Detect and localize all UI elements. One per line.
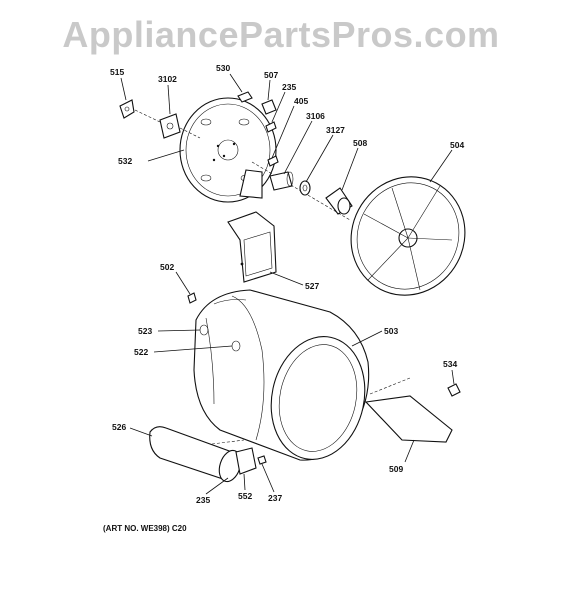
callout-532: 532 bbox=[118, 156, 132, 166]
rear-bulkhead bbox=[179, 97, 277, 203]
callout-502: 502 bbox=[160, 262, 174, 272]
callout-509: 509 bbox=[389, 464, 403, 474]
watermark-text: AppliancePartsPros.com bbox=[62, 14, 500, 55]
callout-526: 526 bbox=[112, 422, 126, 432]
part-237-screw bbox=[257, 455, 267, 465]
callout-534: 534 bbox=[443, 359, 457, 369]
part-3106-shaft bbox=[269, 171, 294, 191]
part-534-screw bbox=[447, 383, 461, 397]
callout-508: 508 bbox=[353, 138, 367, 148]
callout-507: 507 bbox=[264, 70, 278, 80]
part-504-drum-back bbox=[350, 176, 466, 296]
callout-237: 237 bbox=[268, 493, 282, 503]
part-235-screw-top bbox=[265, 121, 277, 133]
part-3127-washer bbox=[299, 180, 311, 196]
part-515-bracket bbox=[119, 99, 135, 119]
callout-3106: 3106 bbox=[306, 111, 325, 121]
part-507-bracket bbox=[261, 99, 277, 115]
callout-515: 515 bbox=[110, 67, 124, 77]
leader-lines bbox=[120, 73, 455, 495]
part-502-screw bbox=[187, 292, 197, 304]
part-509-baffle bbox=[364, 395, 453, 443]
callout-235-top: 235 bbox=[282, 82, 296, 92]
callout-530: 530 bbox=[216, 63, 230, 73]
part-530-clip bbox=[237, 91, 253, 103]
callout-3102: 3102 bbox=[158, 74, 177, 84]
callout-522: 522 bbox=[134, 347, 148, 357]
part-527-housing bbox=[227, 211, 277, 283]
callout-235-bottom: 235 bbox=[196, 495, 210, 505]
callout-405: 405 bbox=[294, 96, 308, 106]
callout-552: 552 bbox=[238, 491, 252, 501]
part-508-hub bbox=[325, 187, 353, 215]
callout-527: 527 bbox=[305, 281, 319, 291]
callout-523: 523 bbox=[138, 326, 152, 336]
part-405-screw bbox=[267, 155, 279, 167]
callout-3127: 3127 bbox=[326, 125, 345, 135]
callout-503: 503 bbox=[384, 326, 398, 336]
part-526-heater bbox=[149, 426, 257, 483]
art-number-note: (ART NO. WE398) C20 bbox=[103, 524, 187, 533]
part-3102-bearing-housing bbox=[159, 113, 181, 139]
part-503-drum bbox=[193, 289, 370, 461]
callout-504: 504 bbox=[450, 140, 464, 150]
